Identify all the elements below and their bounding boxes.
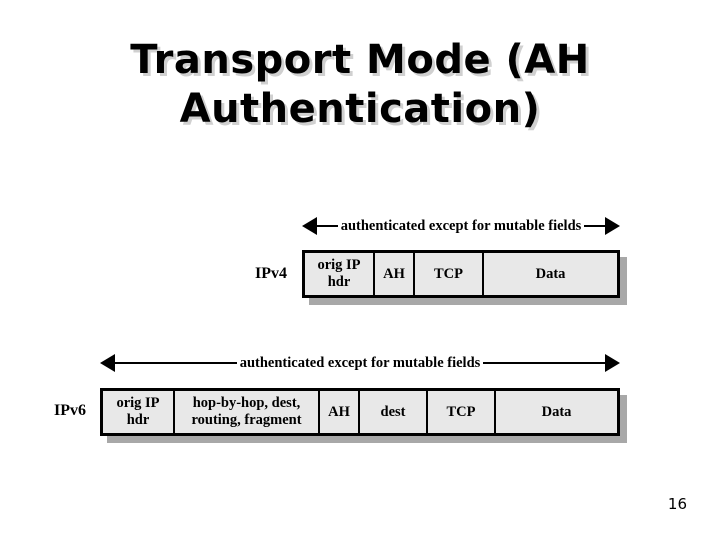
arrow-line-left bbox=[115, 362, 237, 364]
ipv4-field-orig-ip-hdr: orig IP hdr bbox=[305, 253, 375, 295]
ipv4-protocol-label: IPv4 bbox=[255, 265, 287, 282]
ipv6-protocol-label: IPv6 bbox=[54, 402, 86, 419]
ipv6-field-ext-headers: hop-by-hop, dest, routing, fragment bbox=[175, 391, 320, 433]
ipv4-arrow-label: authenticated except for mutable fields bbox=[340, 217, 582, 234]
arrow-head-right-icon bbox=[605, 354, 620, 372]
ipv6-field-ah: AH bbox=[320, 391, 360, 433]
arrow-head-left-icon bbox=[100, 354, 115, 372]
ipv6-field-dest: dest bbox=[360, 391, 428, 433]
ipv6-arrow-label: authenticated except for mutable fields bbox=[239, 354, 481, 371]
ipv4-authentication-scope-arrow: authenticated except for mutable fields bbox=[302, 215, 620, 237]
arrow-line-right bbox=[584, 225, 605, 227]
ipv4-field-data: Data bbox=[484, 253, 617, 295]
page-number: 16 bbox=[667, 495, 687, 513]
ipv6-field-data: Data bbox=[496, 391, 617, 433]
arrow-head-left-icon bbox=[302, 217, 317, 235]
arrow-line-left bbox=[317, 225, 338, 227]
ipv4-packet-strip: orig IP hdr AH TCP Data bbox=[302, 250, 620, 298]
ipv4-field-tcp: TCP bbox=[415, 253, 484, 295]
ipv6-packet-strip: orig IP hdr hop-by-hop, dest, routing, f… bbox=[100, 388, 620, 436]
ipv4-field-ah: AH bbox=[375, 253, 415, 295]
page-title: Transport Mode (AH Authentication) bbox=[130, 37, 590, 132]
arrow-head-right-icon bbox=[605, 217, 620, 235]
arrow-line-right bbox=[483, 362, 605, 364]
ipv6-field-orig-ip-hdr: orig IP hdr bbox=[103, 391, 175, 433]
ipv6-field-tcp: TCP bbox=[428, 391, 496, 433]
ipv6-authentication-scope-arrow: authenticated except for mutable fields bbox=[100, 352, 620, 374]
